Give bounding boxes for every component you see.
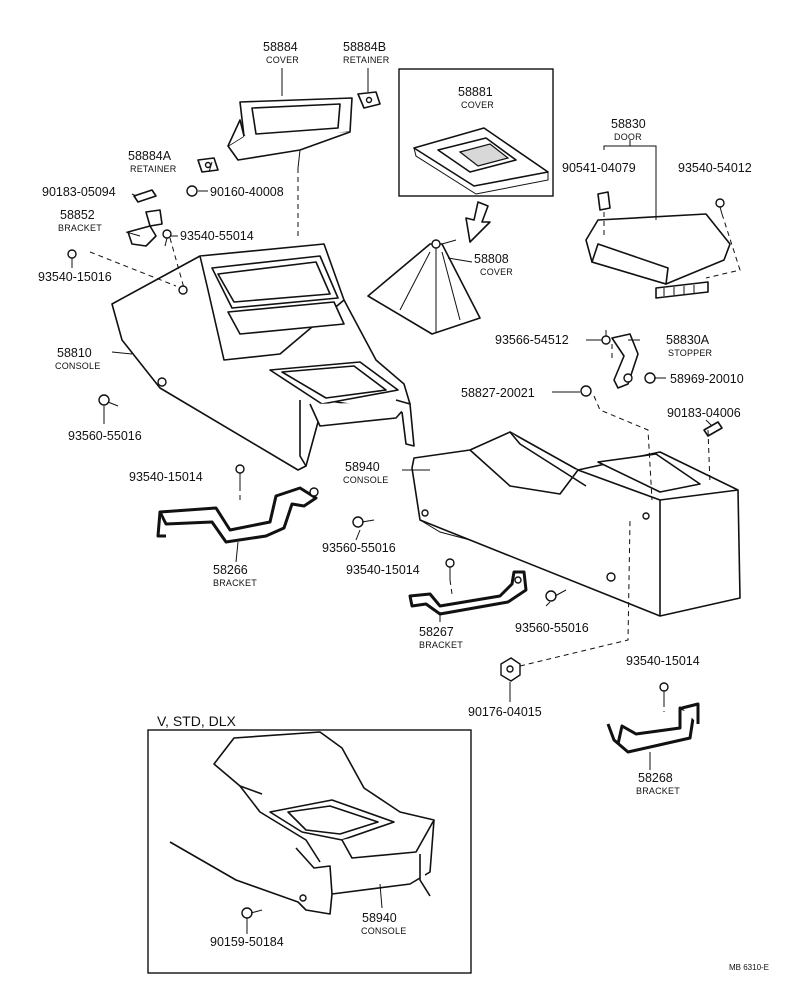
console-58940-drawing <box>411 431 741 617</box>
label-58827-20021: 58827-20021 <box>461 386 535 400</box>
cover-58881-box <box>398 68 554 197</box>
label-58884b-name: RETAINER <box>343 55 390 65</box>
label-58830a-name: STOPPER <box>668 348 713 358</box>
retainer-58884b-drawing <box>357 91 381 109</box>
label-93560-55016-b: 93560-55016 <box>322 541 396 555</box>
door-58830-drawing <box>585 213 731 299</box>
label-93540-15014-c: 93540-15014 <box>626 654 700 668</box>
screw-93560-55016-a-drawing <box>98 394 119 407</box>
bracket-58266-drawing <box>156 486 319 544</box>
clip-90183-04006-drawing <box>703 421 723 437</box>
label-58940-number: 58940 <box>345 460 380 474</box>
screw-93540-54012-drawing <box>715 198 725 215</box>
cover-58808-drawing <box>367 239 481 335</box>
nut-90176-04015-drawing <box>500 657 521 682</box>
label-58808-number: 58808 <box>474 252 509 266</box>
retainer-58884a-drawing <box>197 157 219 173</box>
label-58267-number: 58267 <box>419 625 454 639</box>
label-58969-20010: 58969-20010 <box>670 372 744 386</box>
screw-93540-15014-a-drawing <box>235 464 245 486</box>
label-58830-number: 58830 <box>611 117 646 131</box>
label-58940-inset-number: 58940 <box>362 911 397 925</box>
door-callout-bracket <box>603 140 657 220</box>
label-58830a-number: 58830A <box>666 333 710 347</box>
label-90183-05094: 90183-05094 <box>42 185 116 199</box>
label-58266-number: 58266 <box>213 563 248 577</box>
label-90183-04006: 90183-04006 <box>667 406 741 420</box>
label-58884a-name: RETAINER <box>130 164 177 174</box>
label-58810-name: CONSOLE <box>55 361 100 371</box>
screw-93540-15016-drawing <box>67 249 77 266</box>
label-58881-number: 58881 <box>458 85 493 99</box>
label-58881-name: COVER <box>461 100 494 110</box>
label-58808-name: COVER <box>480 267 513 277</box>
label-58830-name: DOOR <box>614 132 642 142</box>
bracket-58267-drawing <box>408 570 528 616</box>
label-93560-55016-c: 93560-55016 <box>515 621 589 635</box>
label-90159-50184: 90159-50184 <box>210 935 284 949</box>
leader-lines <box>71 68 713 770</box>
label-58852-number: 58852 <box>60 208 95 222</box>
label-93540-15016: 93540-15016 <box>38 270 112 284</box>
assembly-arrow <box>465 201 491 243</box>
screw-93560-55016-c-drawing <box>545 589 567 602</box>
label-58268-name: BRACKET <box>636 786 680 796</box>
part-labels: 58884 COVER 58884B RETAINER 58881 COVER … <box>55 40 713 936</box>
label-93540-15014-b: 93540-15014 <box>346 563 420 577</box>
label-58810-number: 58810 <box>57 346 92 360</box>
label-93540-55014: 93540-55014 <box>180 229 254 243</box>
label-93540-15014-a: 93540-15014 <box>129 470 203 484</box>
stopper-58830a-drawing <box>611 333 639 389</box>
drawing-code: MB 6310-E <box>729 963 769 972</box>
assembly-guide-lines <box>89 168 741 712</box>
label-93566-54512: 93566-54512 <box>495 333 569 347</box>
screw-93540-15014-c-drawing <box>659 682 669 702</box>
bracket-58852-drawing <box>127 209 163 247</box>
label-90541-04079: 90541-04079 <box>562 161 636 175</box>
label-58940-inset-name: CONSOLE <box>361 926 406 936</box>
fastener-labels: 90183-05094 90160-40008 93540-55014 9354… <box>38 161 752 949</box>
cover-58884-drawing <box>227 97 353 169</box>
label-58852-name: BRACKET <box>58 223 102 233</box>
clip-90183-05094-drawing <box>133 189 157 203</box>
screw-93566-54512-drawing <box>601 330 611 345</box>
screw-93540-55014-drawing <box>162 229 172 247</box>
label-90176-04015: 90176-04015 <box>468 705 542 719</box>
inset-title: V, STD, DLX <box>157 713 237 729</box>
label-93560-55016-a: 93560-55016 <box>68 429 142 443</box>
inset-panel <box>147 729 472 974</box>
label-58940-name: CONSOLE <box>343 475 388 485</box>
console-58810-drawing <box>111 243 415 471</box>
label-58884a-number: 58884A <box>128 149 172 163</box>
label-58267-name: BRACKET <box>419 640 463 650</box>
bracket-58268-drawing <box>606 702 700 754</box>
part-58969-20010-drawing <box>644 372 656 384</box>
screw-93560-55016-b-drawing <box>352 516 375 528</box>
grommet-58827-20021-drawing <box>580 385 592 397</box>
label-90160-40008: 90160-40008 <box>210 185 284 199</box>
label-58266-name: BRACKET <box>213 578 257 588</box>
label-93540-54012: 93540-54012 <box>678 161 752 175</box>
cover-58881-drawing <box>413 127 549 195</box>
label-58268-number: 58268 <box>638 771 673 785</box>
cushion-90541-04079-drawing <box>597 191 611 211</box>
screw-90160-40008-drawing <box>186 185 198 197</box>
label-58884-number: 58884 <box>263 40 298 54</box>
label-58884-name: COVER <box>266 55 299 65</box>
label-58884b-number: 58884B <box>343 40 386 54</box>
screw-93540-15014-b-drawing <box>445 558 455 580</box>
